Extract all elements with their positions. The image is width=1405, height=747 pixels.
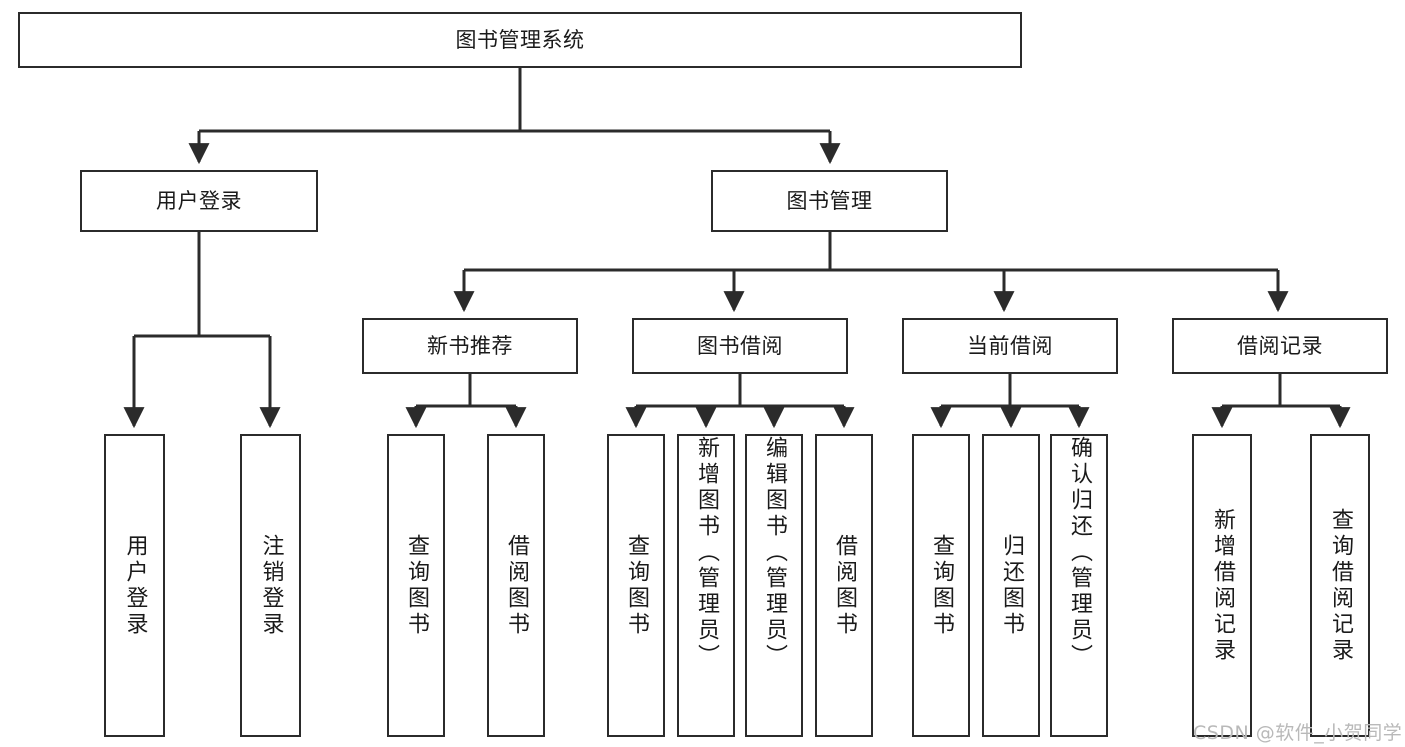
node-leaf-user-login-label: 用户登录 (122, 533, 148, 638)
node-leaf-confirm-return-label: 确认归还（管理员） (1067, 436, 1092, 670)
node-leaf-borrow-book-2-label: 借阅图书 (832, 533, 857, 638)
node-borrow-record-label: 借阅记录 (1237, 333, 1323, 358)
node-leaf-borrow-book-1[interactable]: 借阅图书 (487, 434, 545, 737)
node-leaf-user-login[interactable]: 用户登录 (104, 434, 165, 737)
node-borrow-record[interactable]: 借阅记录 (1172, 318, 1388, 374)
node-leaf-return-book[interactable]: 归还图书 (982, 434, 1040, 737)
node-leaf-query-book-2-label: 查询图书 (624, 533, 649, 638)
node-current-borrow-label: 当前借阅 (967, 333, 1053, 358)
node-book-manage[interactable]: 图书管理 (711, 170, 948, 232)
node-leaf-return-book-label: 归还图书 (999, 533, 1024, 638)
node-current-borrow[interactable]: 当前借阅 (902, 318, 1118, 374)
node-book-manage-label: 图书管理 (786, 188, 873, 213)
node-leaf-query-book-3-label: 查询图书 (929, 533, 954, 638)
node-leaf-query-book-1-label: 查询图书 (404, 533, 429, 638)
node-leaf-query-book-2[interactable]: 查询图书 (607, 434, 665, 737)
node-book-borrow-label: 图书借阅 (697, 333, 783, 358)
node-leaf-add-record[interactable]: 新增借阅记录 (1192, 434, 1252, 737)
node-new-book-recommend-label: 新书推荐 (427, 333, 513, 358)
node-leaf-query-book-3[interactable]: 查询图书 (912, 434, 970, 737)
node-leaf-borrow-book-2[interactable]: 借阅图书 (815, 434, 873, 737)
node-leaf-add-book[interactable]: 新增图书（管理员） (677, 434, 735, 737)
csdn-watermark: CSDN @软件_小贺同学 (1193, 722, 1403, 744)
node-leaf-confirm-return[interactable]: 确认归还（管理员） (1050, 434, 1108, 737)
node-leaf-query-record-label: 查询借阅记录 (1328, 507, 1353, 664)
node-root[interactable]: 图书管理系统 (18, 12, 1022, 68)
node-leaf-query-book-1[interactable]: 查询图书 (387, 434, 445, 737)
node-leaf-add-record-label: 新增借阅记录 (1210, 507, 1235, 664)
node-leaf-query-record[interactable]: 查询借阅记录 (1310, 434, 1370, 737)
node-user-login-label: 用户登录 (156, 188, 242, 213)
node-leaf-edit-book-label: 编辑图书（管理员） (762, 436, 787, 670)
node-leaf-borrow-book-1-label: 借阅图书 (504, 533, 529, 638)
node-leaf-add-book-label: 新增图书（管理员） (694, 436, 719, 670)
node-new-book-recommend[interactable]: 新书推荐 (362, 318, 578, 374)
node-leaf-edit-book[interactable]: 编辑图书（管理员） (745, 434, 803, 737)
node-leaf-logout-login[interactable]: 注销登录 (240, 434, 301, 737)
node-leaf-logout-login-label: 注销登录 (258, 533, 284, 638)
node-book-borrow[interactable]: 图书借阅 (632, 318, 848, 374)
node-user-login[interactable]: 用户登录 (80, 170, 318, 232)
node-root-label: 图书管理系统 (455, 27, 585, 52)
